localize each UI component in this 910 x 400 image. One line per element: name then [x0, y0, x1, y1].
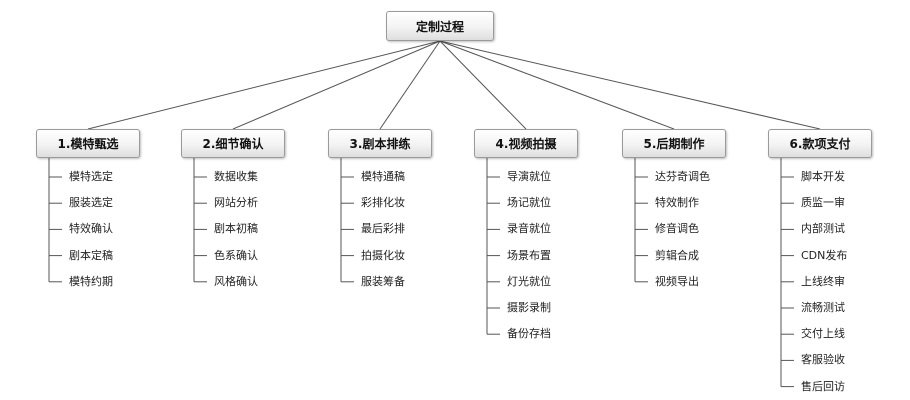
leaf-item: 视频导出 [655, 274, 699, 288]
leaf-item: 色系确认 [214, 248, 258, 262]
leaf-item: 脚本开发 [801, 170, 845, 183]
leaf-item: CDN发布 [801, 248, 848, 262]
leaf-item: 模特约期 [69, 274, 113, 288]
category-node: 4.视频拍摄 [474, 129, 578, 158]
leaf-item: 灯光就位 [507, 274, 551, 288]
leaf-item: 客服验收 [801, 353, 845, 367]
leaf-item: 流畅测试 [801, 301, 845, 314]
leaf-item: 售后回访 [801, 379, 845, 393]
leaf-item: 拍摄化妆 [361, 248, 405, 262]
root-to-category-line [439, 40, 821, 130]
leaf-item: 上线终审 [801, 274, 845, 288]
root-to-category-line [87, 40, 441, 130]
leaf-item: 最后彩排 [361, 222, 405, 236]
leaf-item: 彩排化妆 [361, 196, 405, 210]
category-node: 5.后期制作 [622, 129, 726, 158]
leaf-item: 剧本定稿 [69, 248, 113, 262]
leaf-item: 模特选定 [69, 170, 113, 183]
leaf-item: 模特通稿 [361, 170, 405, 183]
leaf-item: 场景布置 [507, 248, 551, 262]
category-node: 6.款项支付 [768, 129, 872, 158]
root-to-category-line [379, 40, 441, 130]
leaf-item: 导演就位 [507, 170, 551, 183]
category-node: 1.模特甄选 [36, 129, 140, 158]
leaf-item: 场记就位 [507, 196, 551, 210]
root-to-category-line [232, 40, 441, 130]
leaf-item: 修音调色 [655, 222, 699, 236]
category-node: 2.细节确认 [181, 129, 285, 158]
leaf-item: 质监一审 [801, 196, 845, 210]
leaf-item: 交付上线 [801, 327, 845, 341]
category-node: 3.剧本排练 [328, 129, 432, 158]
leaf-item: 特效确认 [69, 222, 113, 236]
leaf-item: 特效制作 [655, 196, 699, 210]
root-node: 定制过程 [386, 11, 494, 41]
leaf-item: 达芬奇调色 [655, 170, 710, 183]
root-to-category-line [439, 40, 675, 130]
leaf-item: 数据收集 [214, 170, 258, 183]
leaf-item: 摄影录制 [507, 301, 551, 314]
leaf-item: 录音就位 [507, 222, 551, 236]
leaf-item: 风格确认 [214, 274, 258, 288]
root-to-category-line [439, 40, 527, 130]
leaf-item: 服装选定 [69, 196, 113, 210]
leaf-item: 剪辑合成 [655, 248, 699, 262]
leaf-item: 网站分析 [214, 196, 258, 210]
leaf-item: 服装筹备 [361, 274, 405, 288]
leaf-item: 备份存档 [507, 327, 551, 341]
leaf-item: 内部测试 [801, 222, 845, 236]
leaf-item: 剧本初稿 [214, 222, 258, 236]
